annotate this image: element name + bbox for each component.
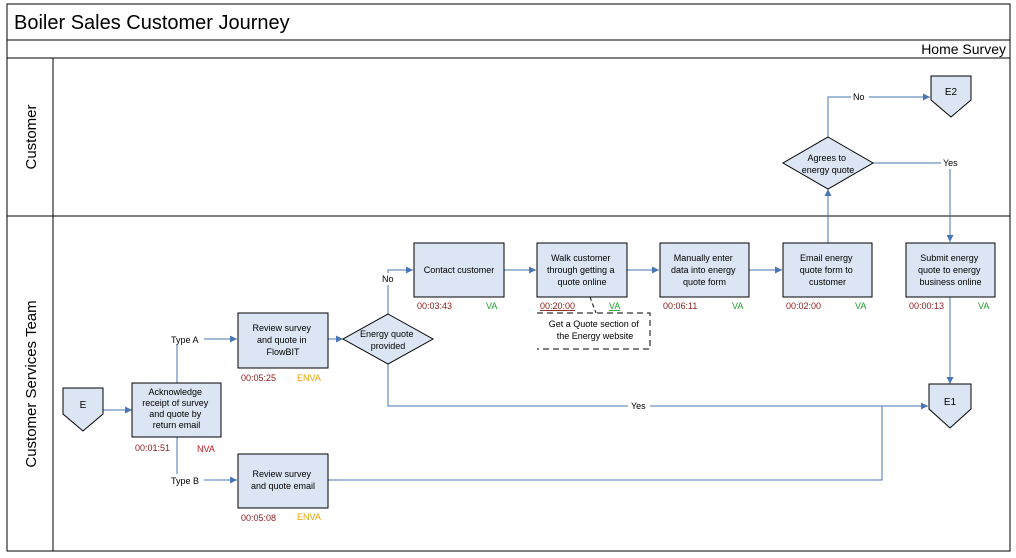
decision-agrees[interactable]: Agrees to energy quote (782, 136, 874, 190)
flow-agrees-yes (873, 162, 954, 242)
flow-agrees-no (827, 93, 930, 137)
process-review-email[interactable]: Review survey and quote email (237, 453, 329, 509)
process-submit-quote[interactable]: Submit energy quote to energy business o… (905, 242, 996, 298)
edge-labels: Type A Type B No Yes No Yes (168, 91, 963, 486)
process-review-flowbit[interactable]: Review survey and quote in FlowBIT (237, 312, 329, 369)
process-walk-customer[interactable]: Walk customer through getting a quote on… (536, 242, 628, 298)
svg-text:Contact customer: Contact customer (424, 265, 495, 275)
flow-decision-no (387, 266, 413, 314)
connector-end-e2[interactable]: E2 (930, 75, 972, 118)
flow-review-email-to-e1 (328, 406, 883, 481)
svg-text:Acknowledge receipt of s: Acknowledge receipt of survey and quote … (142, 387, 211, 430)
process-review-email-time: 00:05:08 (241, 513, 276, 523)
connector-end-e1[interactable]: E1 (928, 383, 972, 429)
process-manual-entry[interactable]: Manually enter data into energy quote fo… (659, 242, 750, 298)
lane-label-customer: Customer (23, 104, 40, 169)
process-review-flowbit-time: 00:05:25 (241, 373, 276, 383)
svg-text:Review survey and quote: Review survey and quote email (251, 469, 315, 491)
svg-text:Walk customer through ge: Walk customer through getting a quote on… (547, 253, 617, 287)
process-acknowledge[interactable]: Acknowledge receipt of survey and quote … (131, 382, 222, 438)
svg-text:Submit energy quote to e: Submit energy quote to energy business o… (918, 253, 983, 287)
annotation-callout: Get a Quote section of the Energy websit… (537, 296, 651, 350)
phase-label: Home Survey (921, 41, 1006, 57)
process-email-form-time: 00:02:00 (786, 301, 821, 311)
process-manual-time: 00:06:11 (663, 301, 697, 311)
process-contact-customer[interactable]: Contact customer (413, 242, 505, 298)
decision-quote-provided[interactable]: Energy quote provided (341, 313, 435, 365)
process-contact-time: 00:03:43 (417, 301, 452, 311)
annotation-text: Get a Quote section of the Energy websit… (549, 319, 642, 341)
flow-type-a (176, 335, 237, 383)
connector-start-label: E (80, 400, 87, 411)
svg-text:Manually enter data into: Manually enter data into energy quote fo… (671, 253, 738, 287)
flow-lines (103, 93, 954, 484)
process-walk-time: 00:20:00 (540, 301, 575, 311)
label-yes-e1: Yes (631, 401, 646, 411)
connector-e1-label: E1 (944, 397, 957, 408)
process-manual-class: VA (732, 301, 743, 311)
process-contact-class: VA (486, 301, 497, 311)
connector-start-e[interactable]: E (62, 387, 104, 432)
svg-text:Agrees to energy quote: Agrees to energy quote (802, 153, 855, 175)
process-acknowledge-class: NVA (197, 444, 215, 454)
label-type-a: Type A (171, 335, 199, 345)
process-walk-class: VA (609, 301, 620, 311)
label-no-e2: No (853, 92, 865, 102)
label-type-b: Type B (171, 476, 199, 486)
process-email-form-class: VA (855, 301, 866, 311)
process-submit-class: VA (978, 301, 989, 311)
process-submit-time: 00:00:13 (909, 301, 944, 311)
process-acknowledge-time: 00:01:51 (135, 443, 170, 453)
diagram-frame (6, 3, 1011, 552)
process-review-email-class: ENVA (297, 512, 321, 522)
lane-label-team: Customer Services Team (23, 300, 40, 467)
label-no-contact: No (382, 274, 394, 284)
flow-decision-yes (387, 364, 928, 410)
connector-e2-label: E2 (945, 87, 958, 98)
diagram-title: Boiler Sales Customer Journey (14, 12, 290, 34)
label-yes-submit: Yes (943, 158, 958, 168)
svg-text:Energy quote provided: Energy quote provided (360, 329, 416, 351)
svg-text:Review survey and quote: Review survey and quote in FlowBIT (252, 323, 313, 357)
process-review-flowbit-class: ENVA (297, 373, 321, 383)
process-email-form[interactable]: Email energy quote form to customer (782, 242, 873, 298)
svg-text:Email energy quote form: Email energy quote form to customer (800, 253, 856, 287)
